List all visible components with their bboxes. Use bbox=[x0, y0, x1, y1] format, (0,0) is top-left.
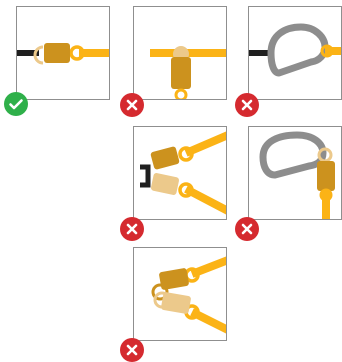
carabiner-body bbox=[259, 131, 327, 179]
hook-gate-upper bbox=[151, 283, 169, 301]
illustration-hook-clipped-to-lanyard bbox=[150, 46, 226, 99]
x-icon bbox=[241, 99, 253, 111]
status-badge-incorrect bbox=[235, 93, 259, 117]
x-icon bbox=[126, 344, 138, 356]
snap-hook-body bbox=[317, 161, 335, 191]
lanyard-eye bbox=[320, 44, 334, 58]
panel-two-hooks-to-anchor bbox=[133, 126, 227, 220]
status-badge-incorrect bbox=[120, 338, 144, 362]
anchor-bar bbox=[249, 50, 271, 56]
snap-hook-upper bbox=[159, 268, 189, 290]
panel-single-hook-to-anchor bbox=[16, 6, 110, 100]
check-icon bbox=[9, 99, 23, 110]
hook-gate bbox=[33, 45, 44, 65]
anchor-d-ring bbox=[140, 164, 151, 188]
illustration-two-hooks-on-anchor bbox=[140, 131, 226, 215]
illustration-carabiner-to-anchor bbox=[249, 23, 341, 77]
panel-hook-on-lanyard bbox=[133, 6, 227, 100]
x-icon bbox=[126, 223, 138, 235]
status-badge-incorrect bbox=[120, 217, 144, 241]
lanyard-strap-upper bbox=[184, 131, 226, 157]
snap-hook-lower bbox=[150, 173, 180, 195]
lanyard-eye bbox=[69, 45, 85, 61]
lanyard-eye-upper bbox=[178, 146, 194, 162]
x-icon bbox=[241, 223, 253, 235]
status-badge-incorrect bbox=[235, 217, 259, 241]
x-icon bbox=[126, 99, 138, 111]
hook-gate-lower bbox=[153, 291, 171, 309]
carabiner-body bbox=[267, 23, 329, 77]
snap-hook-body bbox=[44, 43, 70, 63]
illustration-hook-connected-to-anchor bbox=[17, 43, 109, 65]
panel-two-hooks-to-each-other bbox=[133, 247, 227, 341]
lanyard-eye-lower bbox=[178, 182, 194, 198]
illustration-hooks-linked-together bbox=[151, 256, 226, 334]
lanyard-eye bbox=[174, 88, 188, 99]
anchor-bar bbox=[17, 50, 39, 56]
lanyard-strap bbox=[79, 49, 109, 57]
snap-hook-body bbox=[171, 57, 191, 89]
illustration-carabiner-to-hook bbox=[259, 131, 335, 219]
status-badge-incorrect bbox=[120, 93, 144, 117]
panel-large-carabiner-to-anchor bbox=[248, 6, 342, 100]
status-badge-correct bbox=[4, 92, 28, 116]
snap-hook-upper bbox=[150, 146, 180, 170]
lanyard-eye bbox=[319, 188, 333, 202]
panel-carabiner-to-hook bbox=[248, 126, 342, 220]
